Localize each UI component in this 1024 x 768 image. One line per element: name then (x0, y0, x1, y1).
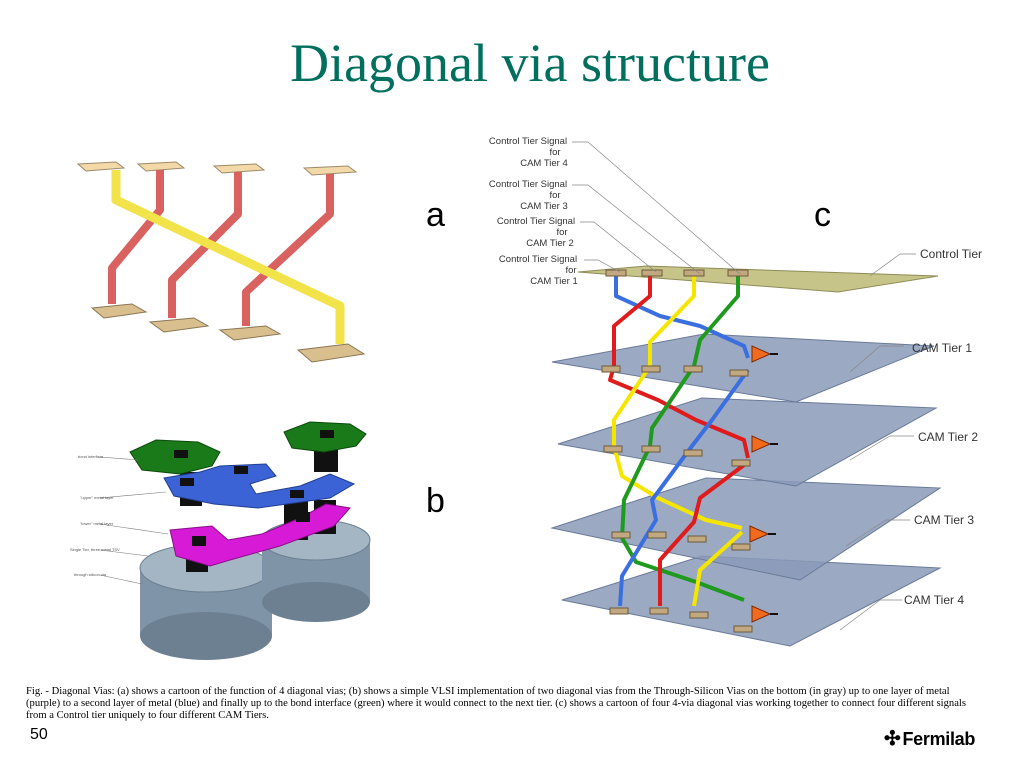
tier-label-cam-4: CAM Tier 4 (904, 593, 964, 607)
buffer-icon-tier-3 (749, 525, 770, 543)
panel-b-label-lower-metal: "lower" metal layer (80, 521, 114, 526)
panel-b-diagram: bond interface "upper" metal layer "lowe… (70, 421, 371, 660)
signal-label-line: Control Tier Signal (489, 136, 567, 147)
signal-label-line: Control Tier Signal (489, 179, 567, 190)
slide-title: Diagonal via structure (290, 33, 770, 93)
cam-tier-1-plane (551, 333, 935, 403)
fermilab-logo: ✣Fermilab (884, 726, 975, 751)
signal-label-cam-tier-3: Control Tier Signal for CAM Tier 3 (489, 179, 568, 212)
signal-label-line: CAM Tier 2 (526, 238, 574, 249)
signal-label-cam-tier-2: Control Tier Signal for CAM Tier 2 (497, 216, 575, 249)
cam-tier-4-plane (561, 555, 942, 647)
signal-label-line: Control Tier Signal (497, 216, 575, 227)
signal-label-line: Control Tier Signal (499, 254, 577, 265)
tier-label-cam-3: CAM Tier 3 (914, 513, 974, 527)
signal-label-line: for (565, 265, 576, 276)
signal-label-line: CAM Tier 3 (520, 201, 568, 212)
panel-c-diagram: Control Tier Signal for CAM Tier 4 Contr… (489, 136, 982, 647)
tier-label-cam-2: CAM Tier 2 (918, 430, 978, 444)
tier-label-cam-1: CAM Tier 1 (912, 341, 972, 355)
signal-label-line: CAM Tier 4 (520, 158, 568, 169)
buffer-icon-tier-2 (751, 435, 772, 453)
tsv-cylinder-right (261, 519, 371, 622)
panel-a-diagram (76, 161, 366, 363)
control-tier-plane (577, 265, 939, 293)
signal-label-line: CAM Tier 1 (530, 276, 578, 287)
tier-label-control: Control Tier (920, 247, 982, 261)
fermilab-logo-icon: ✣ (884, 728, 901, 750)
figure-caption: Fig. - Diagonal Vias: (a) shows a cartoo… (26, 686, 966, 721)
panel-b-label-upper-metal: "upper" metal layer (80, 495, 114, 500)
signal-label-cam-tier-1: Control Tier Signal for CAM Tier 1 (499, 254, 578, 287)
panel-b-label-tsv: through silicon via (74, 572, 107, 577)
logo-text: Fermilab (902, 729, 976, 749)
page-number: 50 (30, 726, 48, 743)
buffer-icon-tier-4 (751, 605, 772, 623)
panel-label-a: a (426, 196, 445, 234)
signal-label-line: for (549, 190, 560, 201)
panel-label-c: c (814, 196, 831, 234)
signal-label-line: for (556, 227, 567, 238)
buffer-icon-tier-1 (751, 345, 772, 363)
cam-tier-2-plane (557, 397, 938, 487)
panel-label-b: b (426, 482, 445, 520)
panel-b-label-single-tier: Single Tier, three metal TSV (70, 547, 120, 552)
signal-label-cam-tier-4: Control Tier Signal for CAM Tier 4 (489, 136, 568, 169)
panel-b-label-bond: bond interface (78, 454, 104, 459)
signal-label-line: for (549, 147, 560, 158)
